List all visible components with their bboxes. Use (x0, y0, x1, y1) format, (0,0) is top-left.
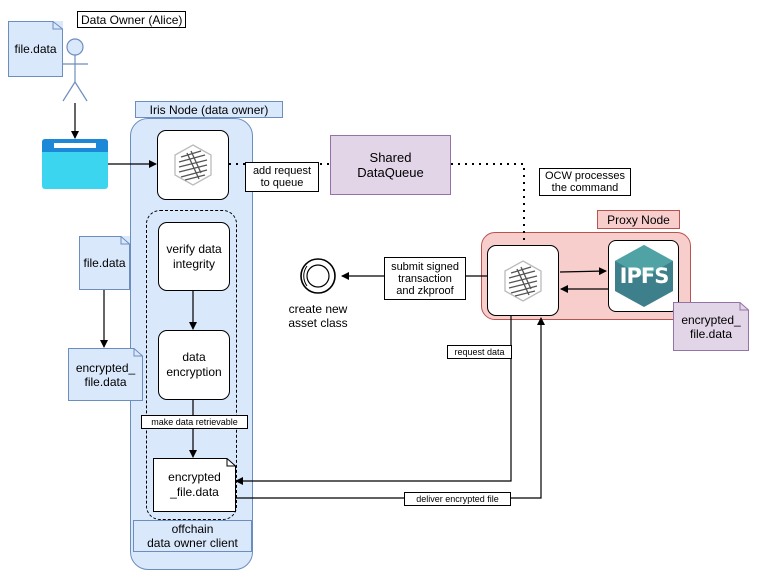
node-file-label: file.data (83, 256, 126, 270)
make-retrievable-label: make data retrievable (141, 415, 248, 429)
node-file-document: file.data (79, 236, 130, 290)
proxy-encrypted-label: encrypted_ file.data (681, 312, 741, 341)
request-data-label: request data (447, 345, 512, 359)
deliver-file-label: deliver encrypted file (404, 492, 511, 506)
actor-label: Data Owner (Alice) (77, 11, 187, 28)
browser-window-icon (42, 139, 108, 189)
shared-dataqueue-box: Shared DataQueue (330, 135, 451, 195)
queue-to-proxy-edge (451, 163, 525, 245)
proxy-to-ipfs-edge (559, 267, 607, 276)
ipfs-text: IPFS (619, 264, 670, 288)
iris-logo-icon (174, 144, 212, 186)
add-request-label: add request to queue (245, 162, 319, 192)
submit-label: submit signed transaction and zkproof (384, 257, 466, 300)
iris-node-title: Iris Node (data owner) (135, 101, 283, 118)
request-data-edge (235, 316, 512, 485)
proxy-node-title: Proxy Node (597, 210, 680, 229)
asset-label: create new asset class (288, 302, 348, 330)
client-encrypted-label: encrypted _file.data (168, 470, 221, 499)
coin-asset-icon (300, 258, 336, 294)
node-encrypted-label: encrypted_ file.data (75, 360, 136, 389)
ipfs-box: IPFS (608, 240, 679, 312)
deliver-file-edge (236, 317, 545, 499)
offchain-client-region (146, 210, 237, 520)
owner-file-label: file.data (14, 42, 57, 56)
offchain-client-label: offchain data owner client (133, 520, 252, 552)
proxy-encrypted-document: encrypted_ file.data (673, 302, 749, 351)
data-encryption-step: data encryption (158, 330, 230, 400)
ocw-label: OCW processes the command (539, 168, 631, 196)
node-encrypted-document: encrypted_ file.data (68, 348, 143, 401)
user-actor-icon (62, 38, 88, 102)
verify-integrity-step: verify data integrity (158, 222, 230, 291)
ipfs-logo-icon: IPFS (613, 244, 675, 308)
iris-node-logo-box (157, 130, 229, 200)
client-encrypted-document: encrypted _file.data (153, 458, 236, 512)
proxy-logo-icon (504, 259, 542, 302)
owner-file-document: file.data (8, 21, 63, 77)
proxy-node-logo-box (487, 245, 559, 316)
